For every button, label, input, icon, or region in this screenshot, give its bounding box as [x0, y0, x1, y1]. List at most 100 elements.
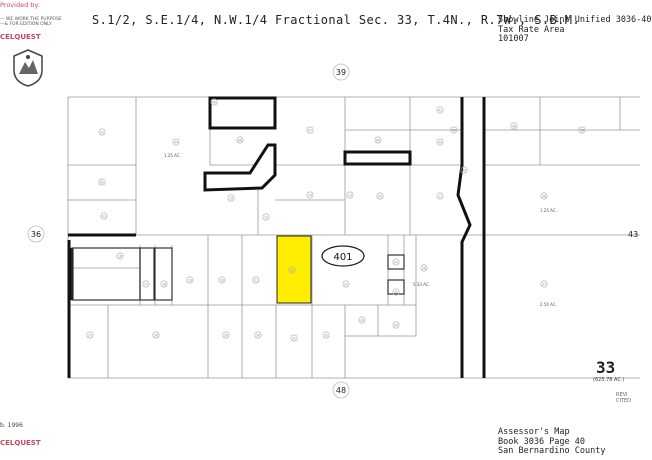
parcel-number-circle: [358, 316, 366, 324]
parcel-number: 35: [462, 168, 466, 172]
parcel-number-circle: [288, 266, 296, 274]
parcel-number: 26: [422, 266, 426, 270]
district-line-1: Snowline Joint Unified 3036-40: [498, 15, 652, 25]
parcel-number: 09: [438, 140, 442, 144]
block-number-ellipse: [321, 245, 365, 267]
parcel-number: 02: [100, 180, 104, 184]
parcel-number: 04: [174, 140, 178, 144]
district-line-2: Tax Rate Area: [498, 24, 565, 35]
parcel-number: 19: [188, 278, 192, 282]
assessor-line-1: Assessor's Map: [498, 427, 570, 437]
parcel-number-circle: [342, 280, 350, 288]
parcel-number: 34: [394, 323, 398, 327]
parcel-number: 38: [580, 128, 584, 132]
parcel-number: 13: [348, 193, 352, 197]
parcel-number-circle: [436, 138, 444, 146]
parcel-number: 23: [344, 282, 348, 286]
parcel-number: 27: [88, 333, 92, 337]
parcel-number: 41: [438, 108, 442, 112]
parcel-number: 31: [292, 336, 296, 340]
parcel-number-circle: [100, 212, 108, 220]
parcel-number-circle: [306, 126, 314, 134]
parcel-number-circle: [172, 138, 180, 146]
acreage-label: 1.25 AC.: [540, 208, 557, 213]
bold-parcel-outlines: [67, 96, 486, 378]
parcel-number-circle: [254, 331, 262, 339]
parcel-number-circle: [222, 331, 230, 339]
parcel-number-circle: [186, 276, 194, 284]
road-markers: 39 48 36 43: [27, 63, 638, 399]
parcel-number-circle: [98, 128, 106, 136]
parcel-number-circle: [510, 122, 518, 130]
parcel-number: 18: [162, 282, 166, 286]
road-number-right: 43: [628, 230, 638, 239]
parcel-number: 03: [102, 214, 106, 218]
block-number: 401: [333, 252, 352, 263]
parcel-number: 21: [254, 278, 258, 282]
district-line-3: 101007: [498, 34, 529, 44]
parcel-number-circle: [392, 288, 400, 296]
parcel-number-circle: [306, 191, 314, 199]
parcel-number-circle: [322, 331, 330, 339]
parcel-number: 25: [394, 290, 398, 294]
road-number-bottom: 48: [336, 386, 346, 395]
watermark-stamp: — WE WORK THE PURPOSE —& FOR EDITION ONL…: [0, 17, 62, 27]
school-district-block: Snowline Joint Unified 3036-40 Tax Rate …: [498, 15, 652, 45]
acreage-labels: 1.25 AC. 1.25 AC. 5.33 AC. 2.50 AC.: [164, 153, 557, 307]
assessor-block: Assessor's Map Book 3036 Page 40 San Ber…: [498, 427, 605, 457]
parcel-number-circle: [210, 98, 218, 106]
parcel-number-circle: [346, 191, 354, 199]
parcel-number-circle: [436, 192, 444, 200]
parcel-number: 30: [256, 333, 260, 337]
highlighted-parcel[interactable]: [276, 235, 312, 304]
county-seal-icon: [13, 49, 43, 87]
parcel-number-circle: [116, 252, 124, 260]
parcel-number-circle: [160, 280, 168, 288]
assessor-line-2: Book 3036 Page 40: [498, 436, 585, 447]
parcel-number: 37: [542, 282, 546, 286]
parcel-number: 07: [308, 128, 312, 132]
acreage-label: 1.25 AC.: [164, 153, 181, 158]
section-acreage: (625.78 AC.): [593, 377, 625, 383]
parcel-number: 08: [376, 138, 380, 142]
parcel-number-circle: [262, 213, 270, 221]
parcel-number-circle: [236, 136, 244, 144]
parcel-number-circle: [86, 331, 94, 339]
parcel-number: 28: [154, 333, 158, 337]
parcel-number: 29: [224, 333, 228, 337]
parcel-number-circle: [436, 106, 444, 114]
parcel-number: 14: [308, 193, 312, 197]
parcel-number-circle: [392, 258, 400, 266]
parcel-number-circle: [152, 331, 160, 339]
parcel-number-circle: [540, 192, 548, 200]
map-title: S.1/2, S.E.1/4, N.W.1/4 Fractional Sec. …: [92, 13, 580, 27]
acreage-label: 2.50 AC.: [540, 302, 557, 307]
parcel-number-circle: [218, 276, 226, 284]
parcel-number-circle: [392, 321, 400, 329]
parcel-number-circle: [460, 166, 468, 174]
parcel-number-circle: [578, 126, 586, 134]
corner-reference: REVI CITED: [616, 392, 632, 404]
parcel-number: 39: [512, 124, 516, 128]
parcel-number-circle: [540, 280, 548, 288]
parcel-number: 40: [452, 128, 456, 132]
parcel-number-circle: [420, 264, 428, 272]
provided-by-label: Provided by:: [0, 1, 40, 9]
parcel-number-circle: [252, 276, 260, 284]
parcel-number: 01: [100, 130, 104, 134]
bold-parcel-thin: [71, 247, 405, 301]
parcel-number-circle: [98, 178, 106, 186]
parcel-number-circle: [290, 334, 298, 342]
map-date: b. 1996: [0, 422, 23, 429]
parcel-number: 16: [118, 254, 122, 258]
parcel-number: 33: [360, 318, 364, 322]
parcel-number-circle: [142, 280, 150, 288]
parcel-number: 36: [542, 194, 546, 198]
parcel-number: 32: [324, 333, 328, 337]
parcel-number: 12: [264, 215, 268, 219]
parcel-number-circle: [450, 126, 458, 134]
road-number-left: 36: [31, 230, 41, 239]
